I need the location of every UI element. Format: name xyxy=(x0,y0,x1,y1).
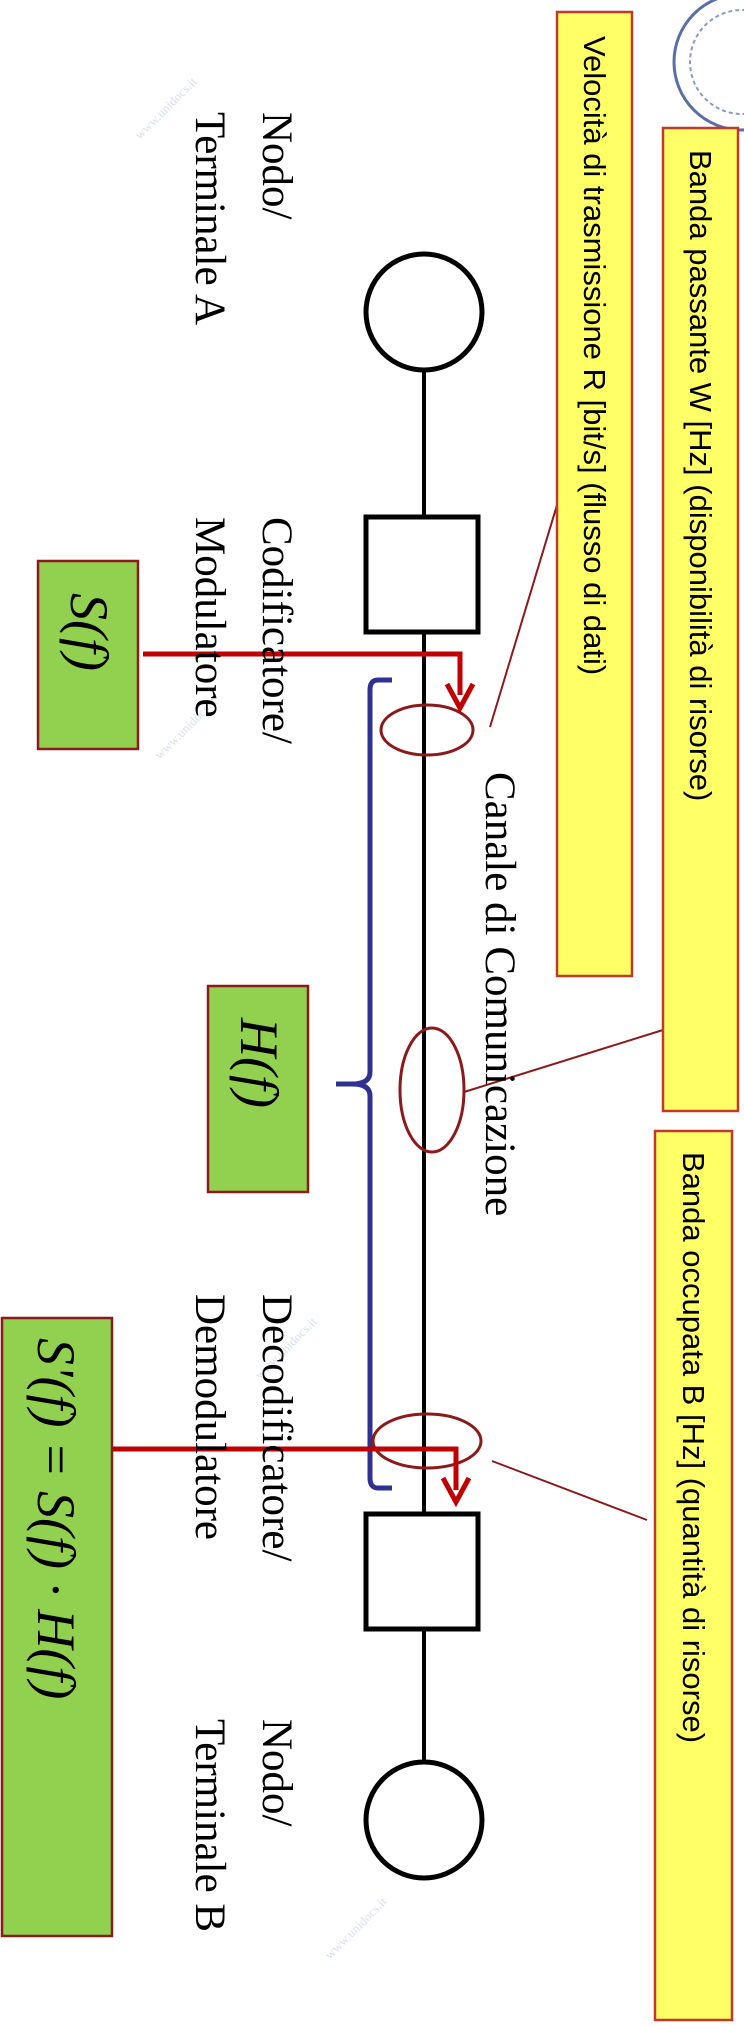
channel-response-box xyxy=(206,984,310,1194)
university-seal-logo xyxy=(672,0,744,132)
coder-label-line1: Codificatore/ xyxy=(253,517,300,744)
output-arrowhead-icon xyxy=(440,1476,472,1508)
decoder-label-line1: Decodificatore/ xyxy=(253,1294,300,1561)
input-signal-arrow xyxy=(143,651,463,695)
decoder-label-line2: Demodulatore xyxy=(186,1294,233,1540)
input-spectrum-box xyxy=(36,559,140,751)
decoder-box xyxy=(363,1511,481,1632)
output-spectrum-formula: S'(f) = S(f) · H(f) xyxy=(26,1338,86,1699)
occupied-callout-box xyxy=(653,1129,734,2022)
bandwidth-callout-box xyxy=(661,126,740,1113)
bandwidth-callout-text: Banda passante W [Hz] (disponibilità di … xyxy=(683,150,718,801)
input-spectrum-formula: S(f) xyxy=(59,593,119,671)
node-a-label-line2: Terminale A xyxy=(186,112,233,325)
node-b-label-line2: Terminale B xyxy=(186,1719,233,1932)
node-a-circle xyxy=(363,251,485,373)
node-a-label-line1: Nodo/ xyxy=(253,112,300,220)
channel-response-formula: H(f) xyxy=(229,1017,289,1108)
occupied-ellipse xyxy=(371,1412,483,1470)
occupied-leader-line xyxy=(491,1460,648,1521)
output-signal-arrow xyxy=(112,1446,459,1490)
rate-callout-text: Velocità di trasmissione R [bit/s] (flus… xyxy=(577,36,612,675)
bandwidth-ellipse xyxy=(398,1026,466,1154)
channel-label: Canale di Comunicazione xyxy=(476,772,523,1216)
channel-brace xyxy=(336,677,392,1491)
rate-leader-line xyxy=(489,504,558,728)
rate-ellipse xyxy=(379,703,475,757)
occupied-callout-text: Banda occupata B [Hz] (quantità di risor… xyxy=(676,1152,711,1743)
coder-label-line2: Modulatore xyxy=(186,517,233,718)
coder-box xyxy=(363,514,481,635)
bandwidth-leader-line xyxy=(463,1029,664,1093)
output-spectrum-box xyxy=(0,1316,114,1938)
input-arrowhead-icon xyxy=(444,682,476,714)
rate-callout-box xyxy=(555,10,634,978)
watermark-text: www.unidocs.it xyxy=(322,1894,390,1962)
node-b-label-line1: Nodo/ xyxy=(253,1719,300,1827)
node-b-circle xyxy=(363,1759,485,1881)
